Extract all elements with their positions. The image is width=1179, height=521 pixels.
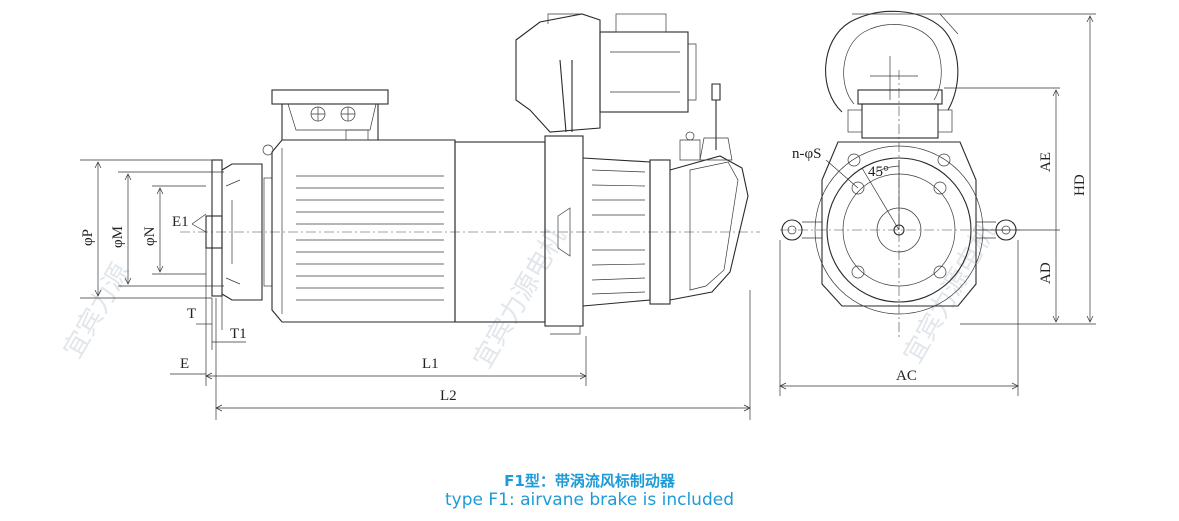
flange-plate bbox=[211, 159, 223, 297]
mount-ear-left-arm bbox=[802, 221, 822, 239]
dim-label-e: E bbox=[180, 356, 189, 372]
watermark-middle: 宜宾力源电机 bbox=[468, 223, 572, 373]
mount-ear-right-arm bbox=[976, 221, 996, 239]
end-housing bbox=[821, 141, 977, 307]
watermark-group: 宜宾力源 宜宾力源电机 宜宾力源电机 bbox=[58, 218, 1002, 373]
side-dimensions: φP φM φN E1 T bbox=[80, 159, 751, 420]
end-view: n-φS 45° AE AD HD AC bbox=[779, 10, 1096, 396]
hd-arrows bbox=[1086, 15, 1094, 323]
end-terminal-box bbox=[847, 89, 953, 139]
ae-arrows bbox=[1052, 89, 1060, 323]
brake-valve bbox=[557, 207, 571, 257]
bolt-hole bbox=[933, 265, 947, 279]
dim-label-ae: AE bbox=[1038, 152, 1054, 172]
dim-label-l1: L1 bbox=[422, 356, 439, 372]
flange-body bbox=[221, 163, 263, 301]
fin-ring-inner bbox=[826, 157, 972, 303]
dim-label-ad: AD bbox=[1038, 262, 1054, 284]
dim-label-p: φP bbox=[80, 229, 96, 246]
airvane-housing bbox=[669, 155, 749, 301]
bolt-hole bbox=[851, 265, 865, 279]
dim-label-ns: n-φS bbox=[792, 146, 822, 162]
dim-label-l2: L2 bbox=[440, 388, 457, 404]
dim-label-e1: E1 bbox=[172, 214, 189, 230]
watermark-right: 宜宾力源电机 bbox=[898, 218, 1002, 368]
cooling-fins bbox=[296, 175, 444, 301]
dim-label-n: φN bbox=[142, 226, 158, 246]
terminal-box bbox=[271, 89, 389, 141]
bolt-hole bbox=[847, 153, 861, 167]
end-blower-volute bbox=[825, 10, 959, 113]
ns-leader bbox=[825, 159, 859, 189]
blower-unit bbox=[515, 13, 697, 133]
airvane-plate bbox=[689, 161, 739, 291]
motor-body bbox=[271, 139, 456, 323]
dim-label-angle: 45° bbox=[868, 164, 889, 180]
dim-label-hd: HD bbox=[1072, 174, 1088, 196]
flange-detail bbox=[225, 179, 241, 285]
brake-handle bbox=[679, 83, 733, 161]
dim-label-m: φM bbox=[110, 226, 126, 248]
dim-label-t: T bbox=[187, 306, 196, 322]
fan-cone-ribs bbox=[591, 169, 646, 295]
ac-arrows bbox=[779, 382, 1019, 390]
brake-foot bbox=[550, 325, 581, 335]
dim-label-t1: T1 bbox=[230, 326, 247, 342]
mount-ear-left-hole bbox=[787, 225, 797, 235]
bolt-hole bbox=[933, 181, 947, 195]
fan-ring bbox=[649, 159, 671, 305]
lifting-eye bbox=[262, 144, 274, 156]
dim-label-ac: AC bbox=[896, 368, 917, 384]
angle-arc bbox=[875, 165, 900, 173]
watermark-left: 宜宾力源 bbox=[58, 258, 136, 363]
caption-chinese: F1型：带涡流风标制动器 bbox=[504, 472, 675, 490]
mount-ear-left bbox=[781, 219, 803, 241]
angle-lines bbox=[861, 160, 900, 231]
bolt-hole bbox=[937, 153, 951, 167]
side-view: φP φM φN E1 T bbox=[80, 13, 760, 420]
caption-english: type F1: airvane brake is included bbox=[444, 490, 735, 510]
bolt-hole bbox=[851, 181, 865, 195]
